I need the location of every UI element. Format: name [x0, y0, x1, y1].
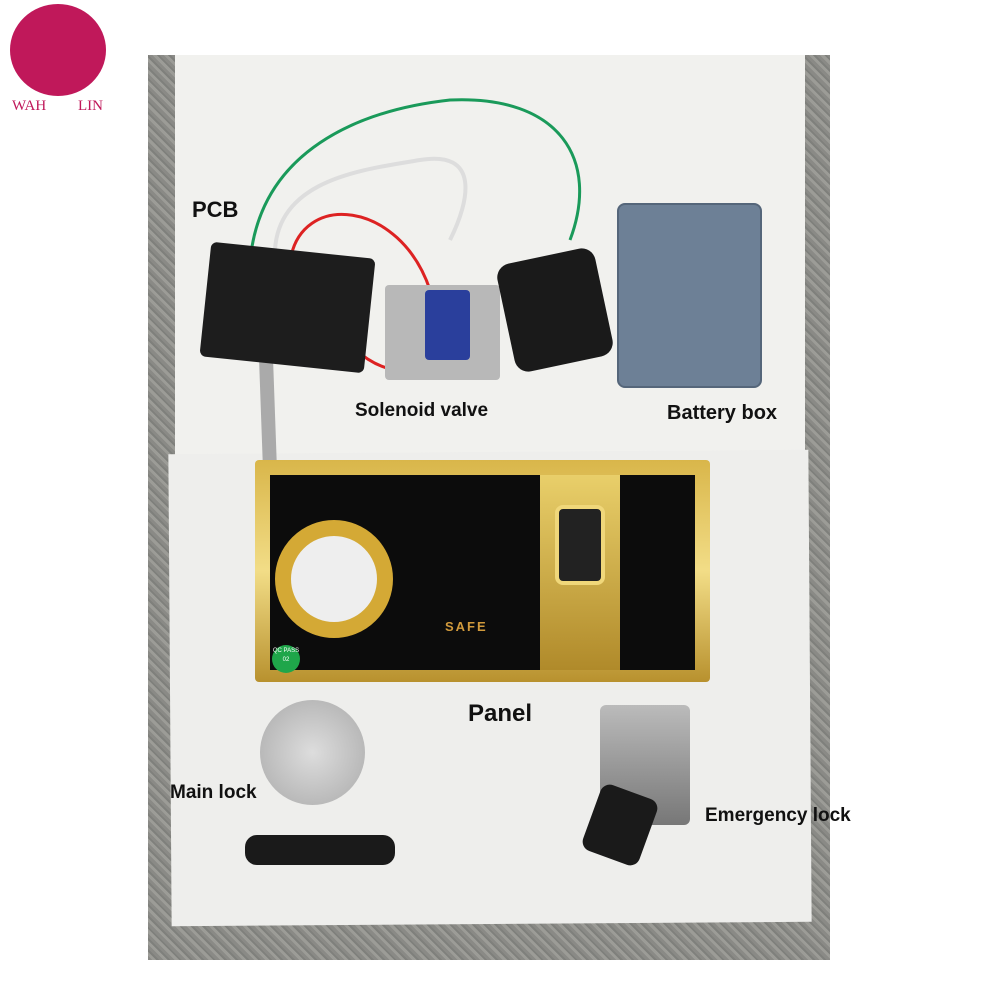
label-panel: Panel — [468, 700, 533, 727]
logo-text-right: LIN — [78, 98, 103, 114]
label-pcb: PCB — [192, 197, 239, 222]
label-emergency-lock: Emergency lock — [705, 805, 851, 826]
qc-sticker: QC PASS 02 — [272, 645, 300, 673]
fingerprint-sensor-icon — [555, 505, 605, 585]
keyhole-ring — [275, 520, 393, 638]
label-solenoid: Solenoid valve — [355, 400, 489, 421]
battery-box — [617, 203, 762, 388]
label-battery: Battery box — [667, 402, 778, 424]
label-main-lock: Main lock — [170, 782, 257, 803]
logo-text-left: WAH — [12, 98, 47, 114]
main-lock — [260, 700, 365, 805]
panel-brand: SAFE — [445, 619, 488, 634]
main-lock-key — [245, 835, 395, 865]
pcb-board — [199, 241, 376, 374]
solenoid-coil — [425, 290, 470, 360]
logo-lotus-icon — [10, 4, 106, 96]
